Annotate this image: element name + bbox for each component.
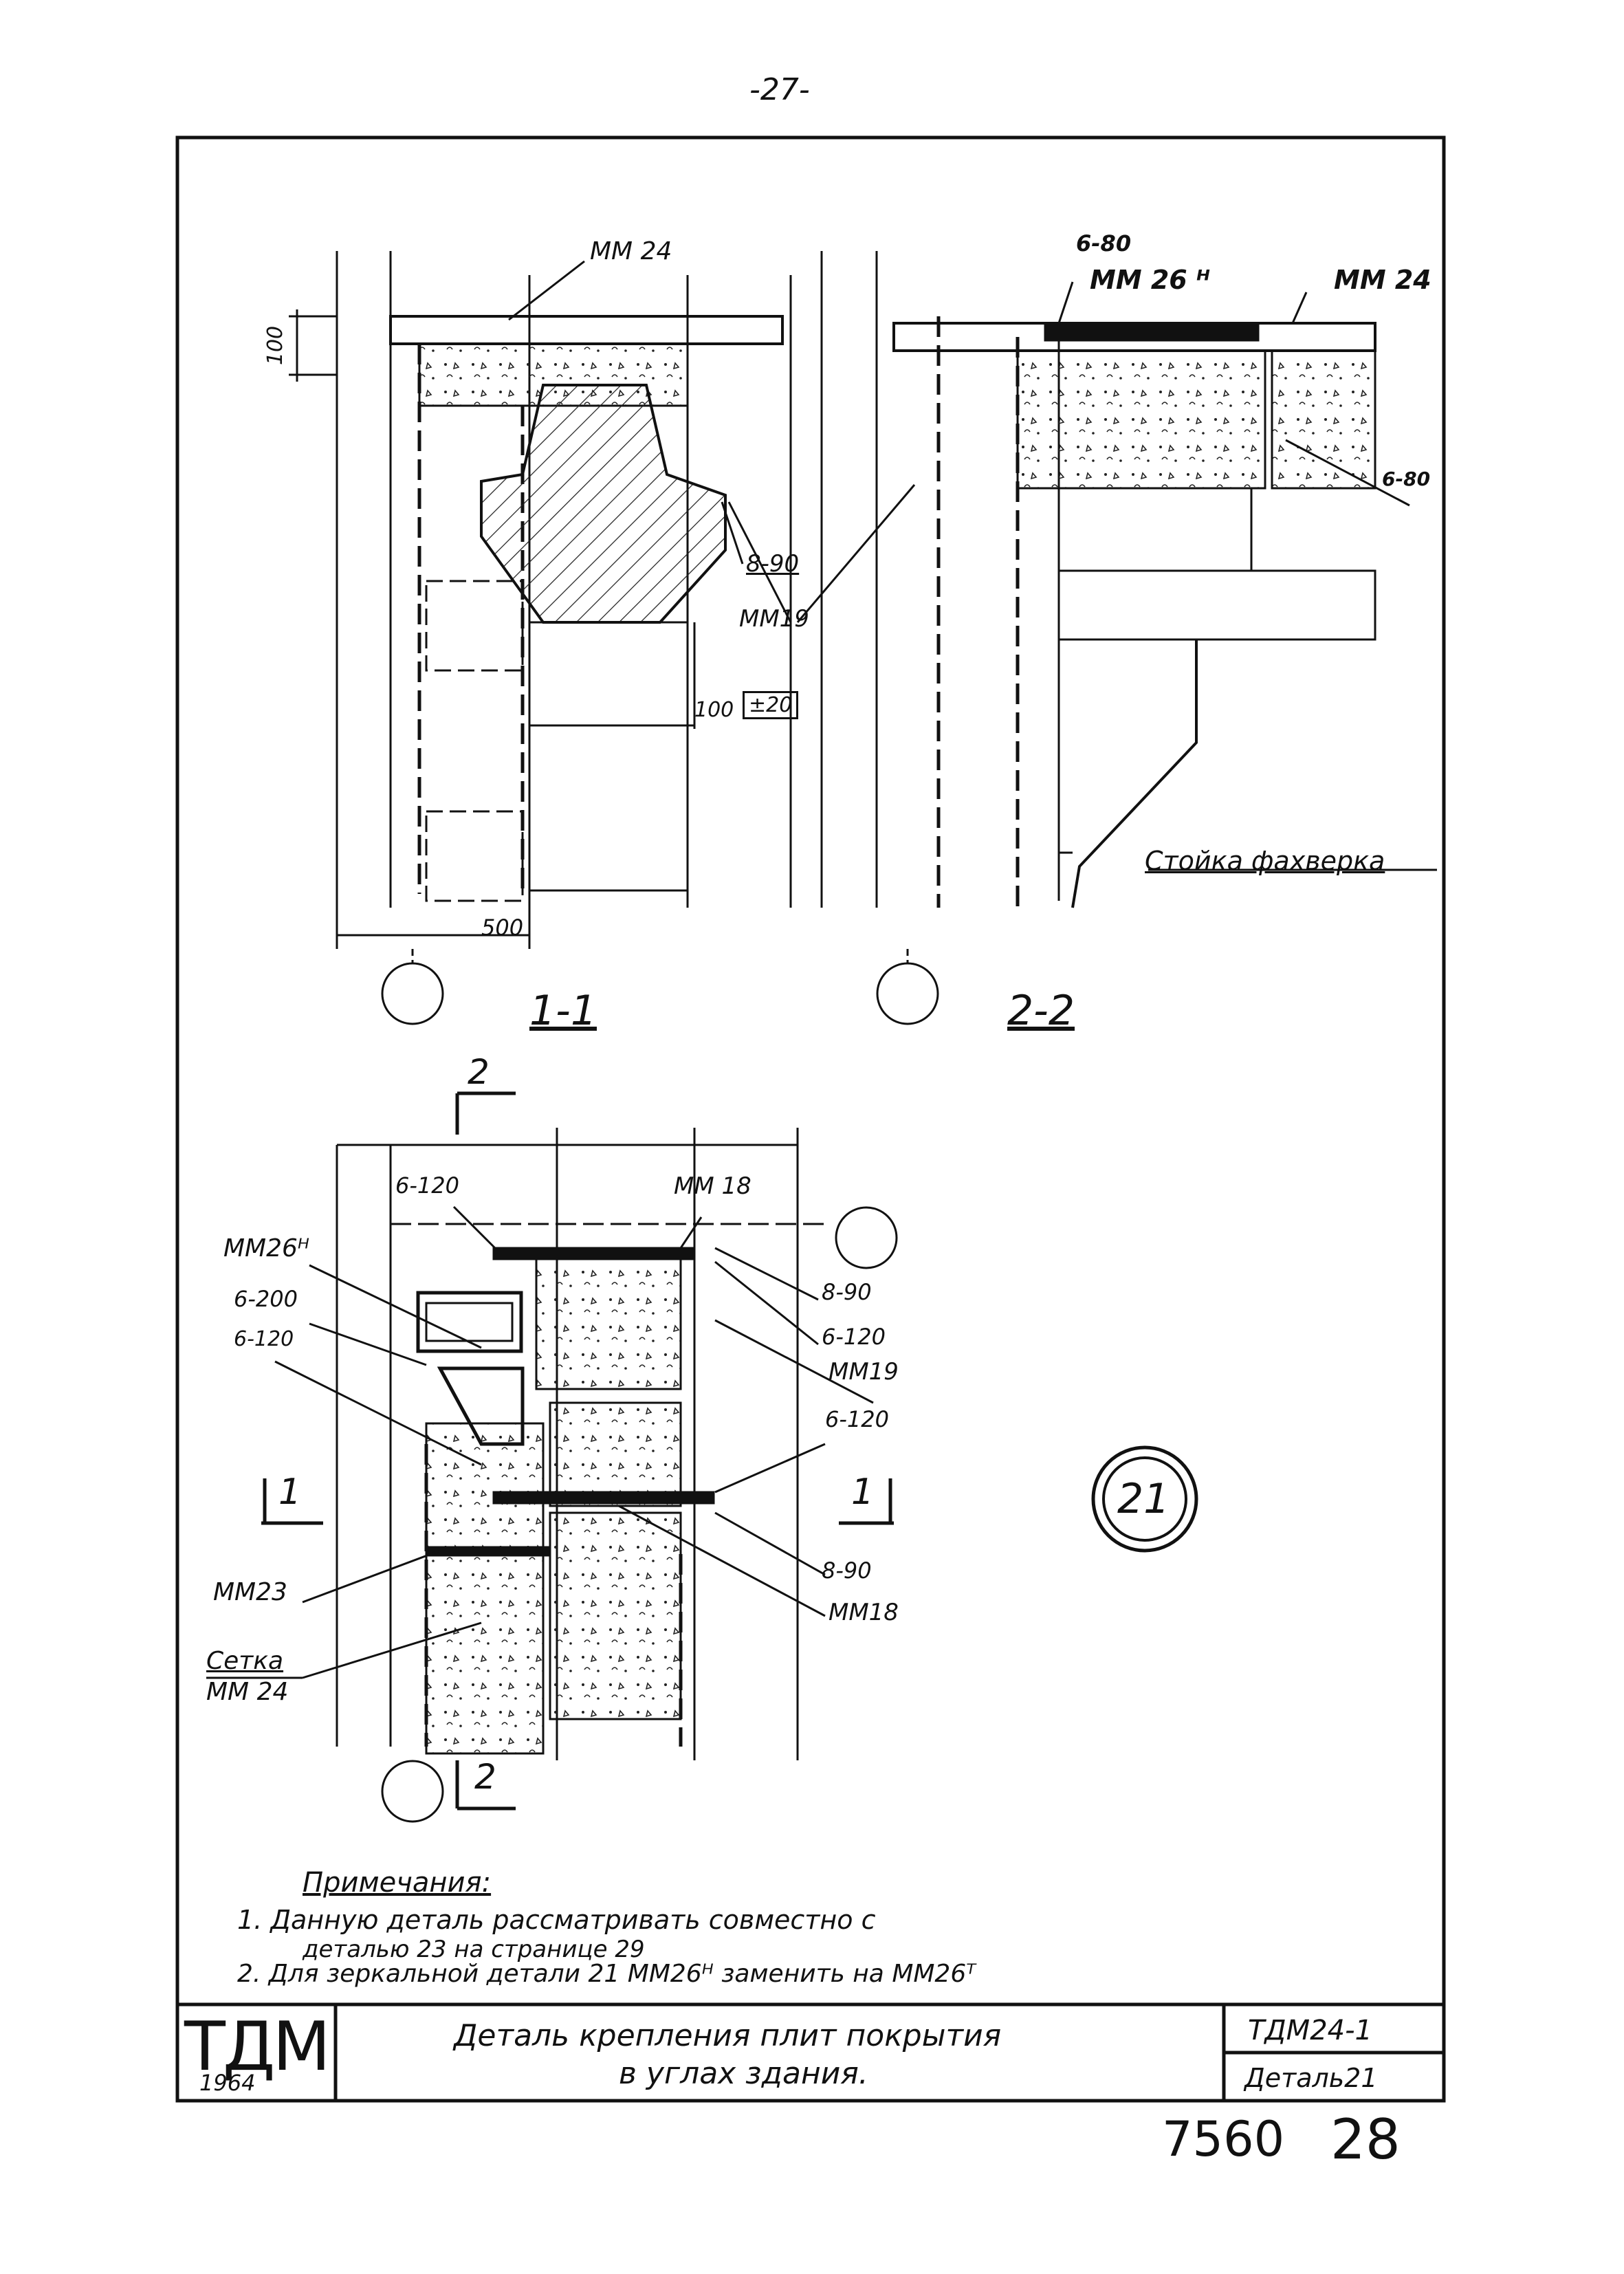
cut-2-top: 2 [468,1052,490,1092]
section-2-2 [796,251,1437,1025]
label-setka: Сетка [206,1647,284,1675]
label-8-90-b: 8-90 [822,1557,872,1584]
cut-1-right: 1 [851,1472,875,1513]
label-6-120-b: 6-120 [234,1327,294,1351]
label-6-80-right: 6-80 [1382,468,1431,490]
notes-heading: Примечания: [303,1867,492,1899]
archive-number: 7560 [1162,2111,1285,2167]
doc-code: ТДМ24-1 [1248,2015,1372,2046]
detail-badge-number: 21 [1117,1475,1170,1523]
section-title-1-1: 1-1 [529,987,597,1035]
sheet-number: 28 [1330,2108,1401,2172]
page-number: -27- [749,72,810,107]
label-mm19-s11: ММ19 [739,605,809,633]
title-block [177,2002,1444,2101]
label-6-200: 6-200 [234,1286,298,1312]
title-line-2: в углах здания. [619,2056,868,2091]
section-title-2-2: 2-2 [1007,987,1075,1035]
label-6-120-d: 6-120 [825,1406,889,1432]
dim-100-vertical: 100 [263,325,288,366]
level-mark: ±20 [743,691,799,719]
note-line-2: деталью 23 на странице 29 [303,1936,645,1963]
label-mm24-s11: ММ 24 [590,237,672,265]
label-mm23: ММ23 [213,1578,287,1606]
dim-100-lower: 100 [694,698,734,722]
note-line-3: 2. Для зеркальной детали 21 ММ26ᴴ замени… [237,1960,976,1988]
label-mm24-s22: ММ 24 [1334,265,1431,295]
dim-500: 500 [481,915,524,941]
label-6-120-c: 6-120 [822,1324,886,1350]
label-6-120-a: 6-120 [395,1172,459,1199]
label-mm19-plan: ММ19 [829,1358,899,1386]
logo-tdm: ТДМ [184,2008,331,2086]
label-6-80-top: 6-80 [1076,230,1132,256]
label-stoika-fakhverka: Стойка фахверка [1145,846,1385,876]
cut-1-left: 1 [278,1472,302,1513]
detail-number: Деталь21 [1244,2063,1378,2093]
label-8-90-a: 8-90 [822,1279,872,1305]
label-mm18-b: ММ18 [829,1599,899,1626]
label-mm26n-s22: ММ 26 ᴴ [1090,265,1210,295]
label-mm26n-plan: ММ26ᴴ [223,1234,309,1262]
sheet-frame [175,135,1446,2103]
note-line-1: 1. Данную деталь рассматривать совместно… [237,1905,876,1935]
year: 1964 [199,2070,256,2096]
cut-2-bottom: 2 [474,1757,496,1797]
label-8-90-s11: 8-90 [746,550,800,578]
section-1-1 [289,251,792,1025]
label-setka-mm24: ММ 24 [206,1678,289,1706]
title-line-1: Деталь крепления плит покрытия [454,2018,1002,2053]
plan-view [206,1091,898,1823]
label-mm18-a: ММ 18 [674,1172,751,1200]
